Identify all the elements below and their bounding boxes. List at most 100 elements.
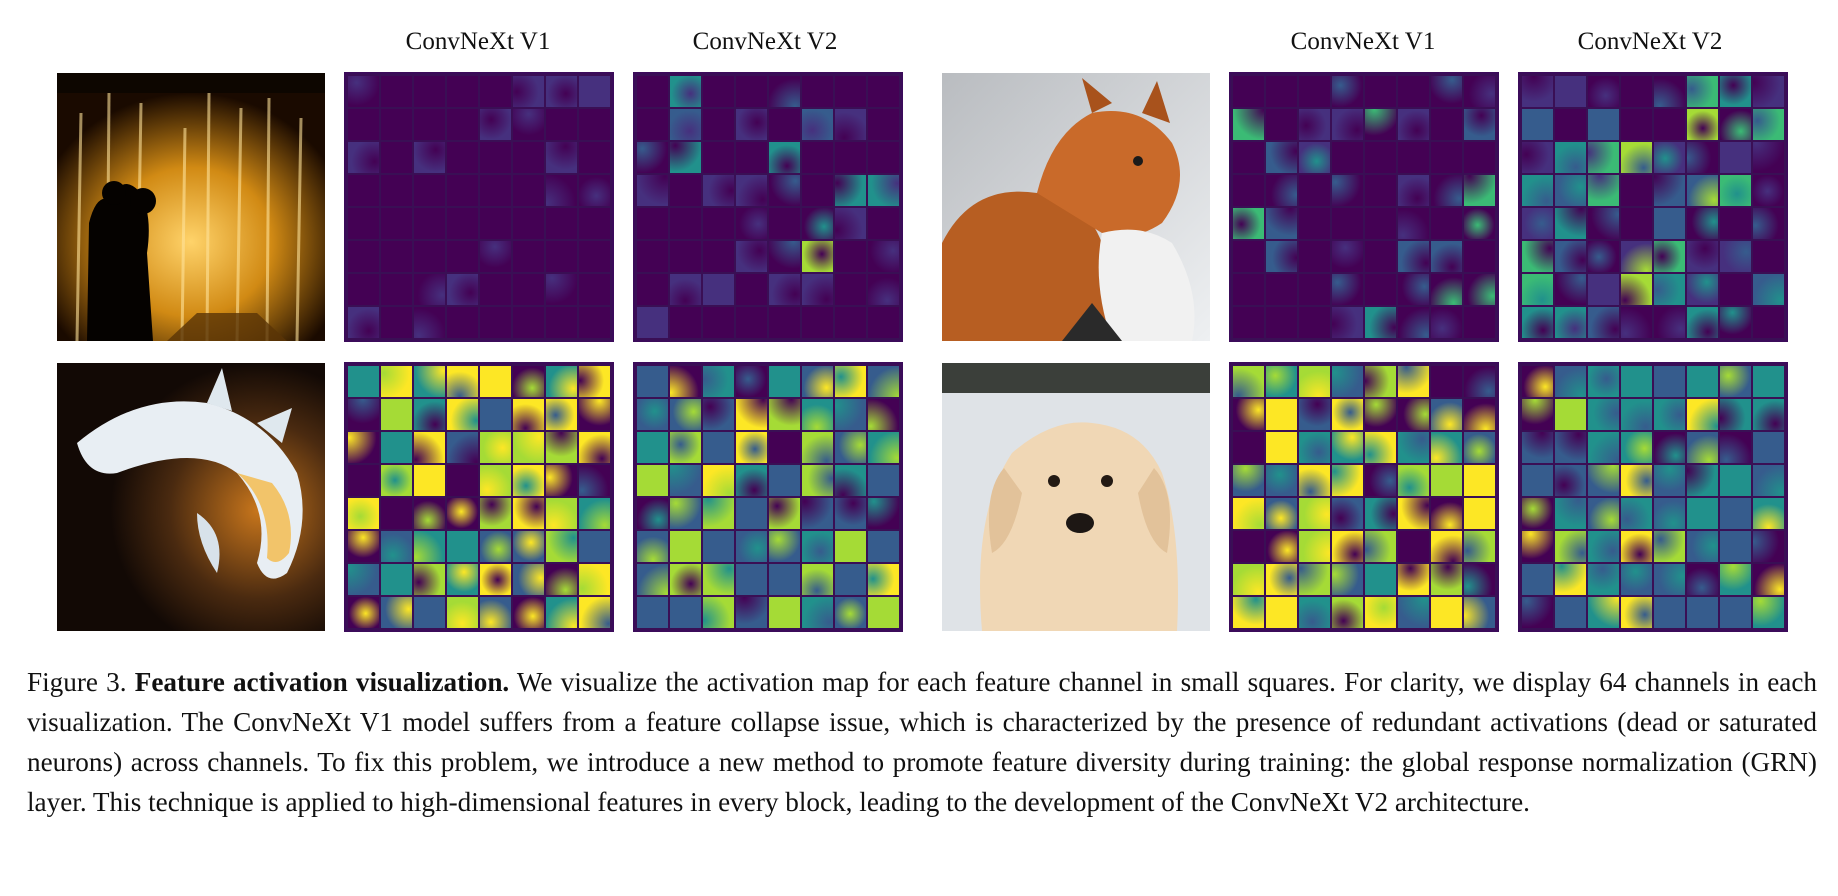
feature-channel-cell: [736, 175, 767, 206]
feature-channel-cell: [637, 597, 668, 628]
feature-map-fox-v2: [1518, 72, 1788, 342]
feature-channel-cell: [736, 274, 767, 305]
feature-channel-cell: [1365, 498, 1396, 529]
feature-channel-cell: [1753, 175, 1784, 206]
feature-channel-cell: [802, 531, 833, 562]
feature-channel-cell: [1720, 142, 1751, 173]
feature-channel-cell: [1720, 432, 1751, 463]
feature-channel-cell: [1464, 76, 1495, 107]
feature-channel-cell: [414, 175, 445, 206]
feature-channel-cell: [835, 498, 866, 529]
feature-channel-cell: [1753, 531, 1784, 562]
feature-channel-cell: [414, 399, 445, 430]
header-v2-right: ConvNeXt V2: [1577, 28, 1723, 55]
feature-channel-cell: [1233, 274, 1264, 305]
feature-channel-cell: [348, 564, 379, 595]
feature-channel-cell: [1654, 307, 1685, 338]
feature-channel-cell: [1464, 564, 1495, 595]
feature-channel-cell: [513, 76, 544, 107]
feature-channel-cell: [1299, 366, 1330, 397]
feature-channel-cell: [579, 307, 610, 338]
feature-channel-cell: [1464, 366, 1495, 397]
feature-channel-cell: [637, 274, 668, 305]
feature-channel-cell: [802, 465, 833, 496]
feature-channel-cell: [414, 76, 445, 107]
feature-channel-cell: [546, 76, 577, 107]
feature-channel-cell: [802, 76, 833, 107]
feature-channel-cell: [1365, 399, 1396, 430]
feature-channel-cell: [348, 366, 379, 397]
feature-channel-cell: [1266, 208, 1297, 239]
feature-channel-cell: [868, 597, 899, 628]
feature-channel-cell: [670, 274, 701, 305]
feature-channel-cell: [348, 274, 379, 305]
feature-channel-cell: [1555, 307, 1586, 338]
feature-channel-cell: [1720, 175, 1751, 206]
feature-map-dog-v2: [1518, 362, 1788, 632]
feature-channel-cell: [1687, 366, 1718, 397]
feature-channel-cell: [1266, 531, 1297, 562]
feature-channel-cell: [1398, 76, 1429, 107]
feature-channel-cell: [1431, 274, 1462, 305]
feature-channel-cell: [1233, 597, 1264, 628]
feature-channel-cell: [1266, 175, 1297, 206]
feature-channel-cell: [769, 109, 800, 140]
feature-channel-cell: [1720, 307, 1751, 338]
feature-channel-cell: [480, 432, 511, 463]
feature-channel-cell: [1431, 241, 1462, 272]
feature-channel-cell: [1332, 465, 1363, 496]
feature-channel-cell: [1687, 142, 1718, 173]
feature-channel-cell: [447, 564, 478, 595]
feature-channel-cell: [414, 498, 445, 529]
feature-channel-cell: [670, 564, 701, 595]
feature-channel-cell: [513, 498, 544, 529]
feature-channel-cell: [736, 109, 767, 140]
feature-channel-cell: [414, 241, 445, 272]
feature-channel-cell: [546, 274, 577, 305]
feature-channel-cell: [1522, 109, 1553, 140]
feature-channel-cell: [1654, 76, 1685, 107]
feature-channel-cell: [736, 307, 767, 338]
feature-channel-cell: [1753, 208, 1784, 239]
feature-channel-cell: [381, 564, 412, 595]
feature-channel-cell: [1555, 597, 1586, 628]
feature-channel-cell: [447, 597, 478, 628]
feature-channel-cell: [1233, 76, 1264, 107]
feature-channel-cell: [546, 366, 577, 397]
feature-channel-cell: [381, 109, 412, 140]
feature-channel-cell: [703, 564, 734, 595]
feature-channel-cell: [802, 109, 833, 140]
feature-channel-cell: [1332, 399, 1363, 430]
feature-channel-cell: [1555, 465, 1586, 496]
feature-channel-cell: [381, 274, 412, 305]
feature-channel-cell: [1233, 142, 1264, 173]
feature-channel-cell: [802, 366, 833, 397]
feature-channel-cell: [1464, 307, 1495, 338]
feature-channel-cell: [1332, 208, 1363, 239]
feature-channel-cell: [1332, 175, 1363, 206]
feature-channel-cell: [637, 76, 668, 107]
feature-channel-cell: [1588, 531, 1619, 562]
feature-channel-cell: [1522, 432, 1553, 463]
feature-channel-cell: [670, 208, 701, 239]
feature-channel-cell: [1720, 498, 1751, 529]
feature-channel-cell: [414, 366, 445, 397]
feature-channel-cell: [579, 531, 610, 562]
feature-channel-cell: [579, 432, 610, 463]
feature-channel-cell: [381, 531, 412, 562]
feature-channel-cell: [348, 142, 379, 173]
feature-channel-cell: [1753, 432, 1784, 463]
feature-channel-cell: [348, 109, 379, 140]
feature-channel-cell: [868, 366, 899, 397]
feature-channel-cell: [1431, 465, 1462, 496]
feature-channel-cell: [546, 142, 577, 173]
feature-channel-cell: [703, 399, 734, 430]
feature-channel-cell: [1299, 208, 1330, 239]
feature-channel-cell: [1687, 597, 1718, 628]
feature-channel-cell: [1753, 274, 1784, 305]
feature-channel-cell: [1365, 366, 1396, 397]
feature-channel-cell: [670, 175, 701, 206]
feature-channel-cell: [1753, 366, 1784, 397]
feature-channel-cell: [1299, 307, 1330, 338]
feature-channel-cell: [868, 564, 899, 595]
